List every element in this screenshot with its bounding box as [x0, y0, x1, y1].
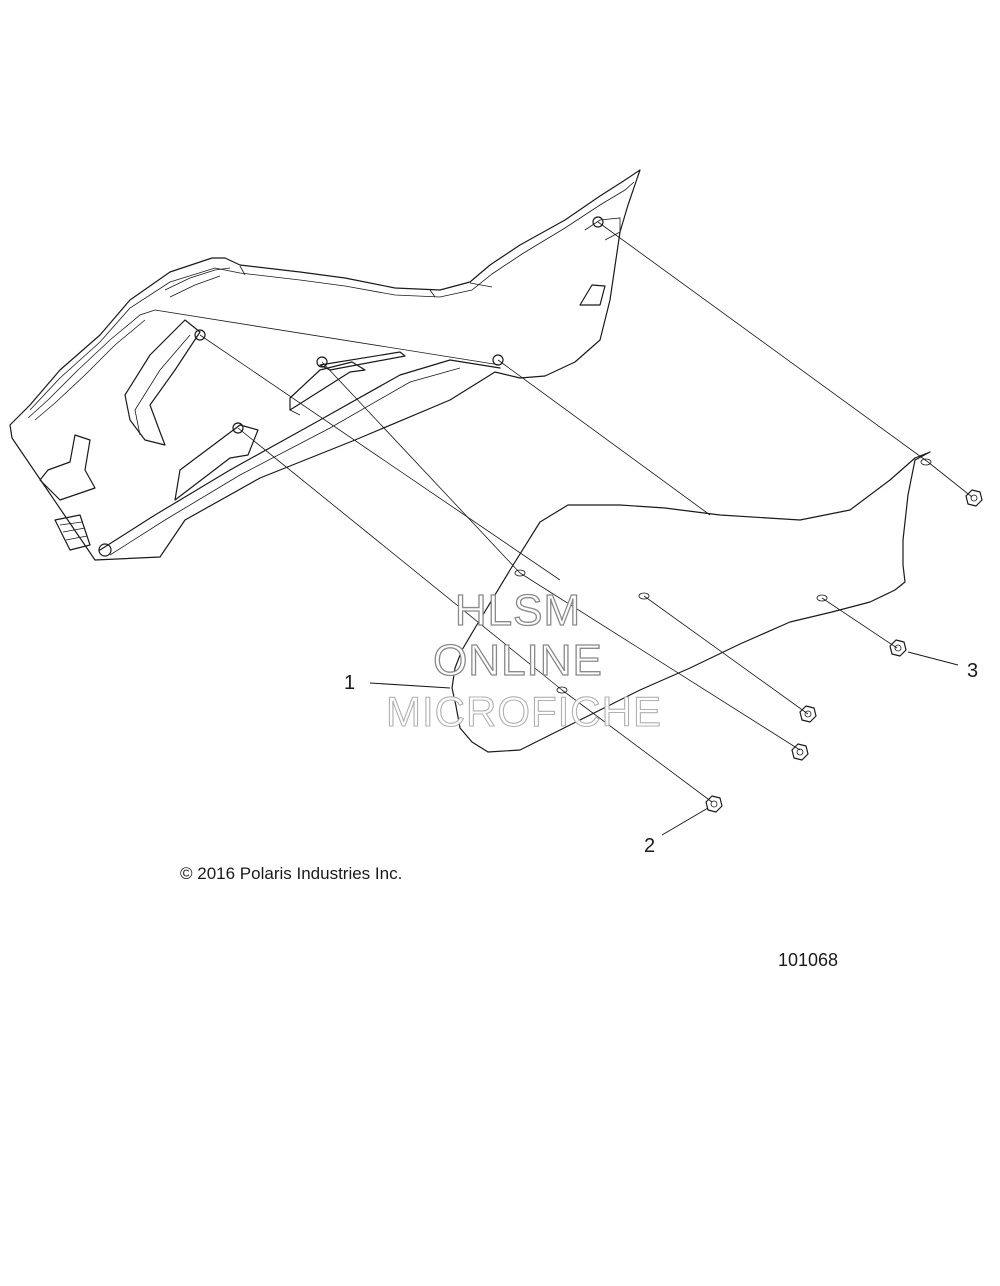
copyright-notice: © 2016 Polaris Industries Inc. — [180, 864, 403, 883]
callout-1: 1 — [344, 672, 355, 694]
callout-2: 2 — [644, 835, 655, 857]
body-panel — [9, 169, 641, 561]
nut-3 — [799, 705, 817, 723]
nut-1 — [965, 489, 983, 507]
watermark-line-1: HLSM — [454, 585, 582, 635]
nut-2 — [889, 639, 907, 657]
callout-3: 3 — [967, 660, 978, 682]
watermark-line-2: ONLINE — [432, 635, 603, 685]
assembly-lines — [154, 221, 973, 803]
callout-leaders — [369, 651, 959, 836]
nut-5 — [705, 795, 723, 813]
shield-plate — [451, 451, 932, 753]
drawing-number: 101068 — [778, 950, 839, 970]
watermark-line-3: MICROFICHE — [385, 687, 662, 735]
nut-4 — [791, 743, 809, 761]
nut-fasteners — [705, 489, 983, 813]
